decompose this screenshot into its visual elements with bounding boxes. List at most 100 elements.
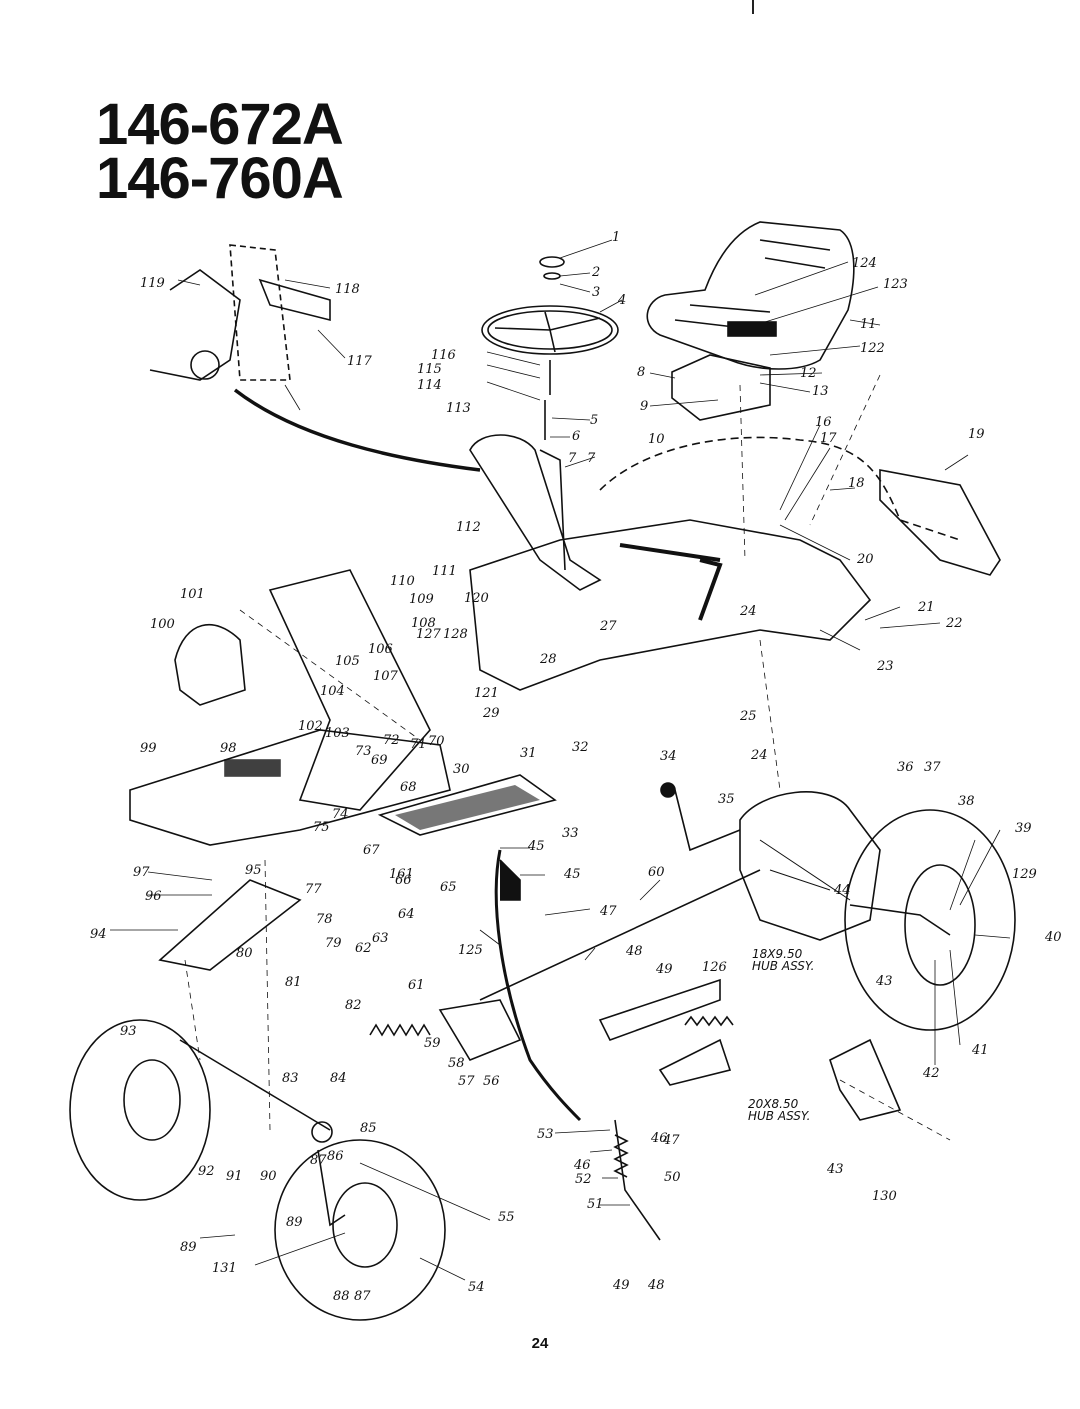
steering-support — [469, 434, 602, 591]
model-number-1: 146-672A — [96, 92, 344, 157]
part-callout-5: 5 — [590, 413, 598, 428]
part-callout-109: 109 — [409, 592, 434, 607]
part-callout-100: 100 — [150, 617, 175, 632]
part-callout-99: 99 — [140, 741, 157, 756]
part-callout-31: 31 — [520, 746, 537, 761]
part-callout-130: 130 — [872, 1189, 897, 1204]
frame-plate — [268, 569, 431, 811]
part-callout-115: 115 — [417, 362, 442, 377]
part-callout-55: 55 — [498, 1210, 515, 1225]
part-callout-56: 56 — [483, 1074, 500, 1089]
transmission — [739, 791, 881, 941]
part-callout-24: 24 — [739, 604, 757, 619]
part-callout-71: 71 — [410, 737, 427, 752]
part-callout-128: 128 — [443, 627, 468, 642]
part-callout-77: 77 — [305, 882, 322, 897]
part-callout-78: 78 — [316, 912, 333, 927]
part-callout-17: 17 — [820, 431, 837, 446]
part-callout-52: 52 — [575, 1172, 592, 1187]
part-callout-29: 29 — [482, 706, 500, 721]
part-callout-131: 131 — [212, 1261, 237, 1276]
part-callout-103: 103 — [325, 726, 350, 741]
part-callout-85: 85 — [360, 1121, 377, 1136]
part-callout-63: 63 — [372, 931, 389, 946]
part-callout-34: 34 — [660, 749, 677, 764]
part-callout-122: 122 — [860, 341, 885, 356]
part-callout-16: 16 — [815, 415, 832, 430]
part-callout-94: 94 — [90, 927, 107, 942]
front-wheel-left — [69, 1019, 211, 1201]
part-callout-110: 110 — [390, 574, 415, 589]
part-callout-104: 104 — [320, 684, 345, 699]
part-callout-43: 43 — [875, 974, 893, 989]
part-callout-21: 21 — [917, 600, 935, 615]
drive-rod — [479, 869, 761, 1001]
part-callout-75: 75 — [313, 820, 330, 835]
part-callout-83: 83 — [282, 1071, 299, 1086]
fender — [599, 436, 961, 541]
part-callout-65: 65 — [440, 880, 457, 895]
part-callout-37: 37 — [924, 760, 941, 775]
part-callout-126: 126 — [702, 960, 727, 975]
part-callout-4: 4 — [617, 293, 626, 308]
part-callout-92: 92 — [198, 1164, 215, 1179]
part-callout-1: 1 — [612, 230, 620, 245]
part-callout-93: 93 — [120, 1024, 137, 1039]
part-callout-112: 112 — [456, 520, 481, 535]
part-callout-82: 82 — [345, 998, 362, 1013]
seat — [646, 221, 855, 370]
part-callout-87: 87 — [354, 1289, 371, 1304]
part-callout-33: 33 — [562, 826, 579, 841]
part-callout-41: 41 — [971, 1043, 989, 1058]
part-callout-107: 107 — [373, 669, 399, 684]
model-number-2: 146-760A — [96, 146, 344, 211]
part-callout-119: 119 — [140, 276, 165, 291]
part-callout-61: 61 — [408, 978, 425, 993]
rear-bracket — [879, 469, 1001, 576]
brake-cable — [233, 388, 481, 472]
callout-layer: 1234567789101112131617181920212223242425… — [90, 230, 1062, 1304]
part-callout-96: 96 — [145, 889, 162, 904]
part-callout-121: 121 — [474, 686, 499, 701]
part-callout-22: 22 — [945, 616, 963, 631]
part-callout-3: 3 — [592, 285, 600, 300]
part-callout-46: 46 — [573, 1158, 591, 1173]
linkage — [598, 978, 721, 1041]
part-callout-6: 6 — [572, 429, 580, 444]
part-callout-84: 84 — [330, 1071, 347, 1086]
part-callout-114: 114 — [417, 378, 442, 393]
page-number: 24 — [531, 1335, 549, 1352]
part-callout-32: 32 — [572, 740, 589, 755]
part-callout-79: 79 — [325, 936, 342, 951]
part-callout-11: 11 — [860, 317, 877, 332]
part-callout-30: 30 — [453, 762, 470, 777]
pedal-lever — [149, 269, 241, 381]
part-callout-67: 67 — [363, 843, 380, 858]
part-callout-98: 98 — [220, 741, 237, 756]
part-callout-129: 129 — [1012, 867, 1037, 882]
part-callout-105: 105 — [335, 654, 360, 669]
part-callout-42: 42 — [922, 1066, 940, 1081]
part-callout-161: 161 — [389, 867, 414, 882]
part-callout-72: 72 — [383, 733, 400, 748]
part-callout-12: 12 — [800, 366, 817, 381]
part-callout-10: 10 — [648, 432, 665, 447]
part-callout-47: 47 — [662, 1133, 680, 1148]
part-callout-39: 39 — [1015, 821, 1032, 836]
part-callout-80: 80 — [236, 946, 253, 961]
steering-wheel — [481, 305, 619, 355]
part-callout-124: 124 — [852, 256, 877, 271]
part-callout-36: 36 — [897, 760, 914, 775]
part-callout-48: 48 — [625, 944, 643, 959]
part-callout-53: 53 — [537, 1127, 554, 1142]
part-callout-49: 49 — [612, 1278, 630, 1293]
rear-wheel — [844, 809, 1016, 1031]
part-callout-60: 60 — [648, 865, 665, 880]
part-callout-108: 108 — [411, 616, 436, 631]
part-callout-38: 38 — [958, 794, 975, 809]
part-callout-95: 95 — [245, 863, 262, 878]
part-callout-2: 2 — [591, 265, 600, 280]
